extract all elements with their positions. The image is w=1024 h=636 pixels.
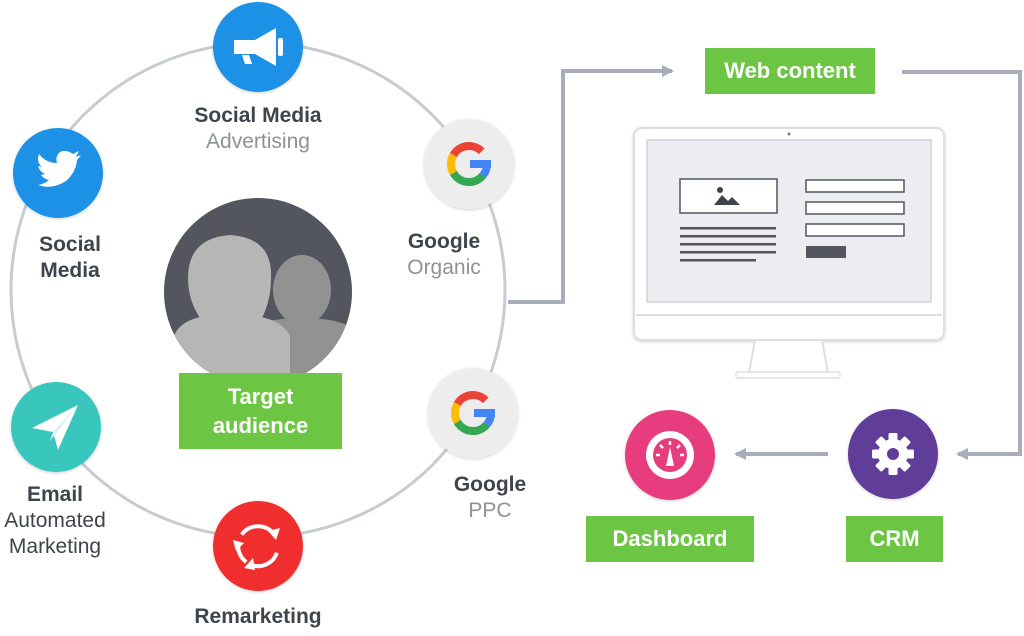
social-ads-subtitle: Advertising — [206, 130, 310, 153]
submit-button-placeholder — [806, 246, 846, 258]
email-subtitle-1: Automated — [4, 509, 106, 532]
twitter-bird-icon — [38, 150, 81, 187]
crm-node — [848, 409, 938, 499]
gear-icon — [872, 433, 914, 475]
connectors — [508, 65, 1022, 460]
google-ppc-subtitle: PPC — [468, 499, 512, 522]
paper-plane-icon — [32, 405, 78, 450]
target-audience-box: Target audience — [179, 373, 342, 449]
dashboard-label: Dashboard — [612, 526, 728, 551]
crm-box: CRM — [846, 516, 943, 562]
refresh-arrows-icon — [233, 524, 280, 570]
megaphone-icon — [234, 28, 283, 66]
social-ads-title: Social Media — [194, 104, 322, 127]
web-content-box: Web content — [705, 48, 875, 94]
google-organic-label: Google Organic — [384, 229, 504, 281]
google-ppc-node — [428, 368, 518, 458]
social-ads-node — [213, 2, 303, 92]
email-node — [11, 382, 101, 472]
dashboard-node — [625, 410, 715, 500]
google-organic-subtitle: Organic — [407, 256, 481, 279]
social-media-title: Social — [39, 233, 101, 256]
target-audience-line2: audience — [212, 413, 309, 438]
audience-avatar — [164, 198, 352, 386]
connector-ring-to-web — [508, 65, 674, 304]
connector-web-to-crm — [902, 70, 1022, 460]
image-placeholder — [679, 178, 778, 214]
remarketing-title: Remarketing — [194, 605, 322, 628]
social-media-label: Social Media — [10, 232, 130, 284]
email-title: Email — [26, 483, 84, 506]
remarketing-node — [213, 501, 303, 591]
crm-label: CRM — [869, 526, 920, 551]
email-subtitle-2: Marketing — [8, 535, 102, 558]
remarketing-label: Remarketing — [168, 604, 348, 630]
google-organic-title: Google — [407, 230, 481, 253]
web-content-label: Web content — [724, 58, 856, 83]
google-ppc-label: Google PPC — [430, 472, 550, 524]
google-organic-node — [424, 119, 514, 209]
target-audience-line1: Target — [227, 384, 294, 409]
social-media-node — [13, 128, 103, 218]
speedometer-icon — [646, 431, 694, 479]
dashboard-box: Dashboard — [586, 516, 754, 562]
email-label: Email Automated Marketing — [0, 482, 110, 560]
social-ads-label: Social Media Advertising — [168, 103, 348, 155]
google-ppc-title: Google — [453, 473, 527, 496]
desktop-monitor-icon — [633, 127, 945, 379]
social-media-subtitle: Media — [40, 259, 100, 282]
